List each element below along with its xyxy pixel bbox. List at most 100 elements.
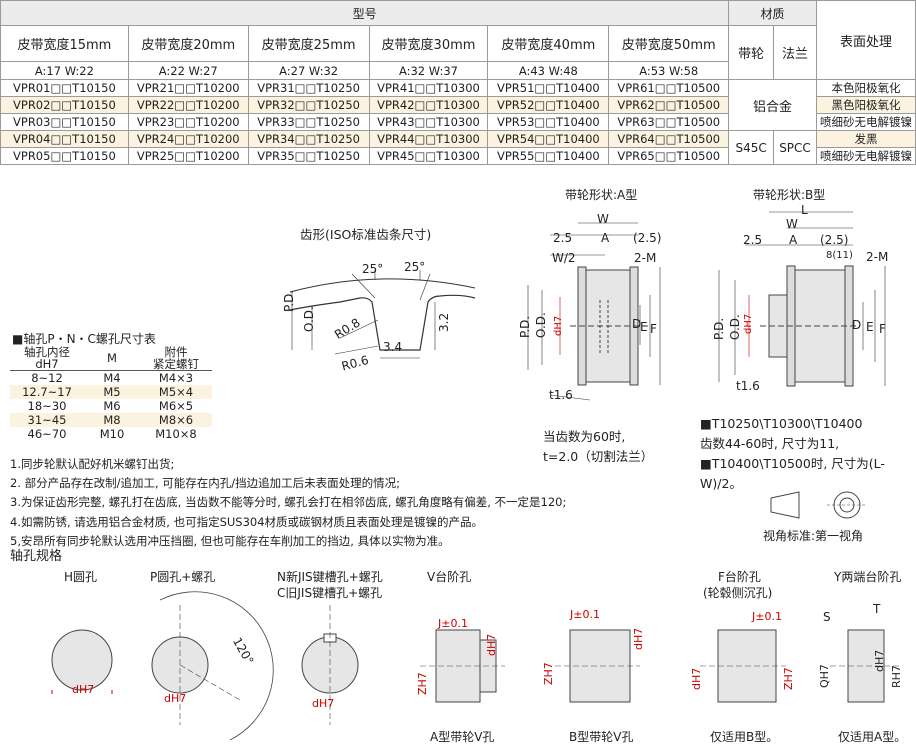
bore-p-title: P圆孔+螺孔: [150, 570, 216, 584]
note-3: 3.为保证齿形完整, 螺孔打在齿底, 当齿数不能等分时, 螺孔会打在相邻齿底, …: [10, 495, 567, 510]
model-code: VPR21□□T10200: [127, 79, 249, 97]
note-1: 1.同步轮默认配好机米螺钉出货;: [10, 457, 175, 471]
bore-h-dh7: dH7: [72, 683, 95, 696]
bore-f-j: J±0.1: [752, 610, 782, 623]
surface-treatment: 本色阳极氧化: [815, 79, 916, 97]
shape-a-f: F: [650, 322, 657, 336]
bore-cell: M5: [84, 385, 140, 399]
material-aluminum: 铝合金: [728, 79, 817, 131]
shape-b-note-1: ■T10250\T10300\T10400: [700, 416, 863, 431]
tooth-profile-drawing: [289, 270, 476, 359]
bore-spec-title: 轴孔规格: [10, 549, 63, 564]
view-standard: 视角标准:第一视角: [763, 529, 864, 543]
width-col-1: 皮带宽度20mm: [127, 25, 249, 62]
shape-b-pd: P.D.: [712, 317, 726, 340]
width-col-2: 皮带宽度25mm: [247, 25, 370, 62]
shape-b-e: E: [866, 320, 874, 334]
bore-cap-only-a: 仅适用A型。: [838, 730, 907, 744]
shape-b-note-3: ■T10400\T10500时, 尺寸为(L-W)/2。: [700, 456, 885, 491]
bore-cap-a: A型带轮V孔: [430, 730, 495, 744]
surface-treatment: 喷细砂无电解镀镍: [815, 147, 916, 165]
width-dims-1: A:22 W:27: [127, 61, 249, 80]
model-code: VPR01□□T10150: [0, 79, 129, 97]
note-2: 2. 部分产品存在改制/追加工, 可能存在内孔/挡边追加工后未表面处理的情况;: [10, 476, 401, 491]
shape-a-w2: W/2: [552, 251, 576, 265]
bore-header-m: M: [84, 346, 140, 371]
model-code: VPR42□□T10300: [368, 96, 489, 114]
shape-a-25p: (2.5): [633, 231, 662, 245]
bore-f-title: F台阶孔: [718, 570, 761, 584]
width-dims-2: A:27 W:32: [247, 61, 370, 80]
width-dims-4: A:43 W:48: [487, 61, 610, 80]
note-5: 5,安昂所有同步轮默认选用冲压挡圈, 但也可能存在车削加工的挡边, 具体以实物为…: [10, 533, 450, 548]
bore-v-dh7: dH7: [485, 633, 498, 656]
shape-b-25: 2.5: [743, 233, 763, 247]
bore-h-title: H圆孔: [64, 570, 98, 584]
bore-vb-dh7: dH7: [632, 627, 645, 650]
tooth-angle-left: 25°: [362, 262, 384, 276]
pulley-header: 带轮: [728, 25, 775, 80]
bore-cell: M8: [84, 413, 140, 427]
model-code: VPR23□□T10200: [127, 113, 249, 131]
model-code: VPR62□□T10500: [608, 96, 730, 114]
shape-a-note-2: t=2.0（切割法兰）: [543, 449, 654, 464]
model-code: VPR04□□T10150: [0, 130, 129, 148]
bore-cell: M6: [103, 399, 121, 413]
model-code: VPR22□□T10200: [127, 96, 249, 114]
surface-treatment: 喷细砂无电解镀镍: [815, 113, 916, 131]
model-code: VPR63□□T10500: [608, 113, 730, 131]
bore-spec-drawings: [51, 591, 900, 741]
width-col-3: 皮带宽度30mm: [368, 25, 489, 62]
shape-b-811: 8(11): [826, 250, 853, 261]
width-dims-3: A:32 W:37: [368, 61, 489, 80]
model-code: VPR41□□T10300: [368, 79, 489, 97]
bore-n-dh7: dH7: [312, 697, 335, 710]
shape-b-dh7: dH7: [743, 313, 754, 334]
model-code: VPR25□□T10200: [127, 147, 249, 165]
bore-p-dh7: dH7: [164, 692, 187, 705]
model-code: VPR24□□T10200: [127, 130, 249, 148]
bore-y-t: T: [873, 602, 881, 616]
model-code: VPR32□□T10250: [247, 96, 370, 114]
model-code: VPR35□□T10250: [247, 147, 370, 165]
shape-b-drawing: [718, 211, 886, 387]
shape-a-od: O.D.: [534, 312, 548, 338]
shape-b-l: L: [801, 203, 808, 217]
shape-b-f: F: [879, 322, 886, 336]
shape-a-25: 2.5: [553, 231, 573, 245]
bore-vb-j: J±0.1: [570, 608, 600, 621]
tooth-title: 齿形(ISO标准齿条尺寸): [300, 227, 432, 242]
tooth-w34: 3.4: [383, 340, 403, 354]
shape-a-t16: t1.6: [549, 388, 573, 402]
shape-b-title: 带轮形状:B型: [753, 188, 826, 202]
model-code: VPR55□□T10400: [487, 147, 610, 165]
model-code: VPR61□□T10500: [608, 79, 730, 97]
width-col-5: 皮带宽度50mm: [608, 25, 730, 62]
bore-f-dh7: dH7: [690, 667, 703, 690]
material-steel-flange: SPCC: [773, 130, 817, 165]
model-code: VPR53□□T10400: [487, 113, 610, 131]
width-dims-0: A:17 W:22: [0, 61, 129, 80]
bore-cap-b: B型带轮V孔: [569, 730, 634, 744]
bore-cell: 31~45: [10, 413, 84, 427]
width-col-0: 皮带宽度15mm: [0, 25, 129, 62]
bore-v-zh7: ZH7: [416, 672, 429, 695]
surface-treatment: 发黑: [815, 130, 916, 148]
shape-a-dh7: dH7: [553, 315, 564, 336]
tooth-pd: P.D.: [282, 289, 296, 312]
material-header: 材质: [728, 0, 817, 26]
shape-a-d: D: [632, 317, 642, 331]
bore-cell: M10: [99, 427, 125, 441]
model-code: VPR44□□T10300: [368, 130, 489, 148]
shape-b-notes: ■T10250\T10300\T10400 齿数44-60时, 尺寸为11, ■…: [700, 414, 916, 494]
model-code: VPR51□□T10400: [487, 79, 610, 97]
bore-y-s: S: [823, 610, 831, 624]
notes: 1.同步轮默认配好机米螺钉出货; 2. 部分产品存在改制/追加工, 可能存在内孔…: [10, 455, 566, 551]
bore-f-subtitle: (轮毂侧沉孔): [703, 586, 773, 600]
